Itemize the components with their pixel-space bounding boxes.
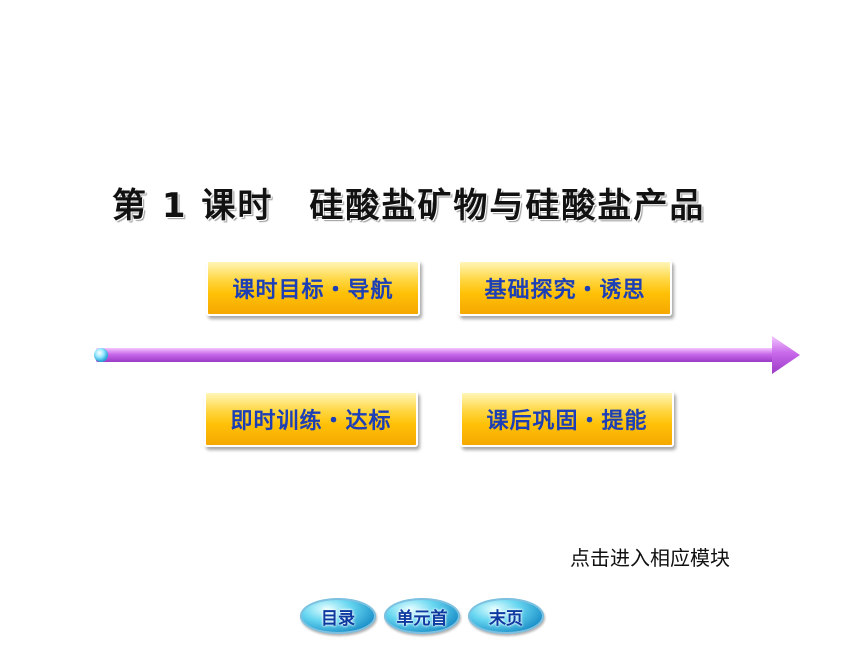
unit-start-label: 单元首 [396,608,448,629]
module-button-review[interactable]: 课后巩固・提能 [460,391,674,447]
last-page-label: 末页 [489,608,523,629]
page-title: 第 1 课时硅酸盐矿物与硅酸盐产品 [112,178,705,227]
unit-start-button[interactable]: 单元首 [384,598,460,634]
lesson-number: 第 1 课时 [112,186,274,226]
module-label: 即时训练・达标 [230,409,392,434]
module-button-goals[interactable]: 课时目标・导航 [206,260,420,316]
last-page-button[interactable]: 末页 [468,598,544,634]
contents-button[interactable]: 目录 [300,598,376,634]
module-button-practice[interactable]: 即时训练・达标 [204,391,418,447]
module-button-explore[interactable]: 基础探究・诱思 [458,260,672,316]
bottom-navigation: 目录 单元首 末页 [300,598,544,634]
contents-label: 目录 [321,608,355,629]
timeline-arrow [94,336,800,374]
lesson-topic: 硅酸盐矿物与硅酸盐产品 [309,186,706,226]
arrow-start-dot [94,348,108,362]
module-hint: 点击进入相应模块 [570,546,730,570]
module-label: 基础探究・诱思 [484,278,646,303]
module-label: 课时目标・导航 [232,278,394,303]
module-label: 课后巩固・提能 [486,409,648,434]
